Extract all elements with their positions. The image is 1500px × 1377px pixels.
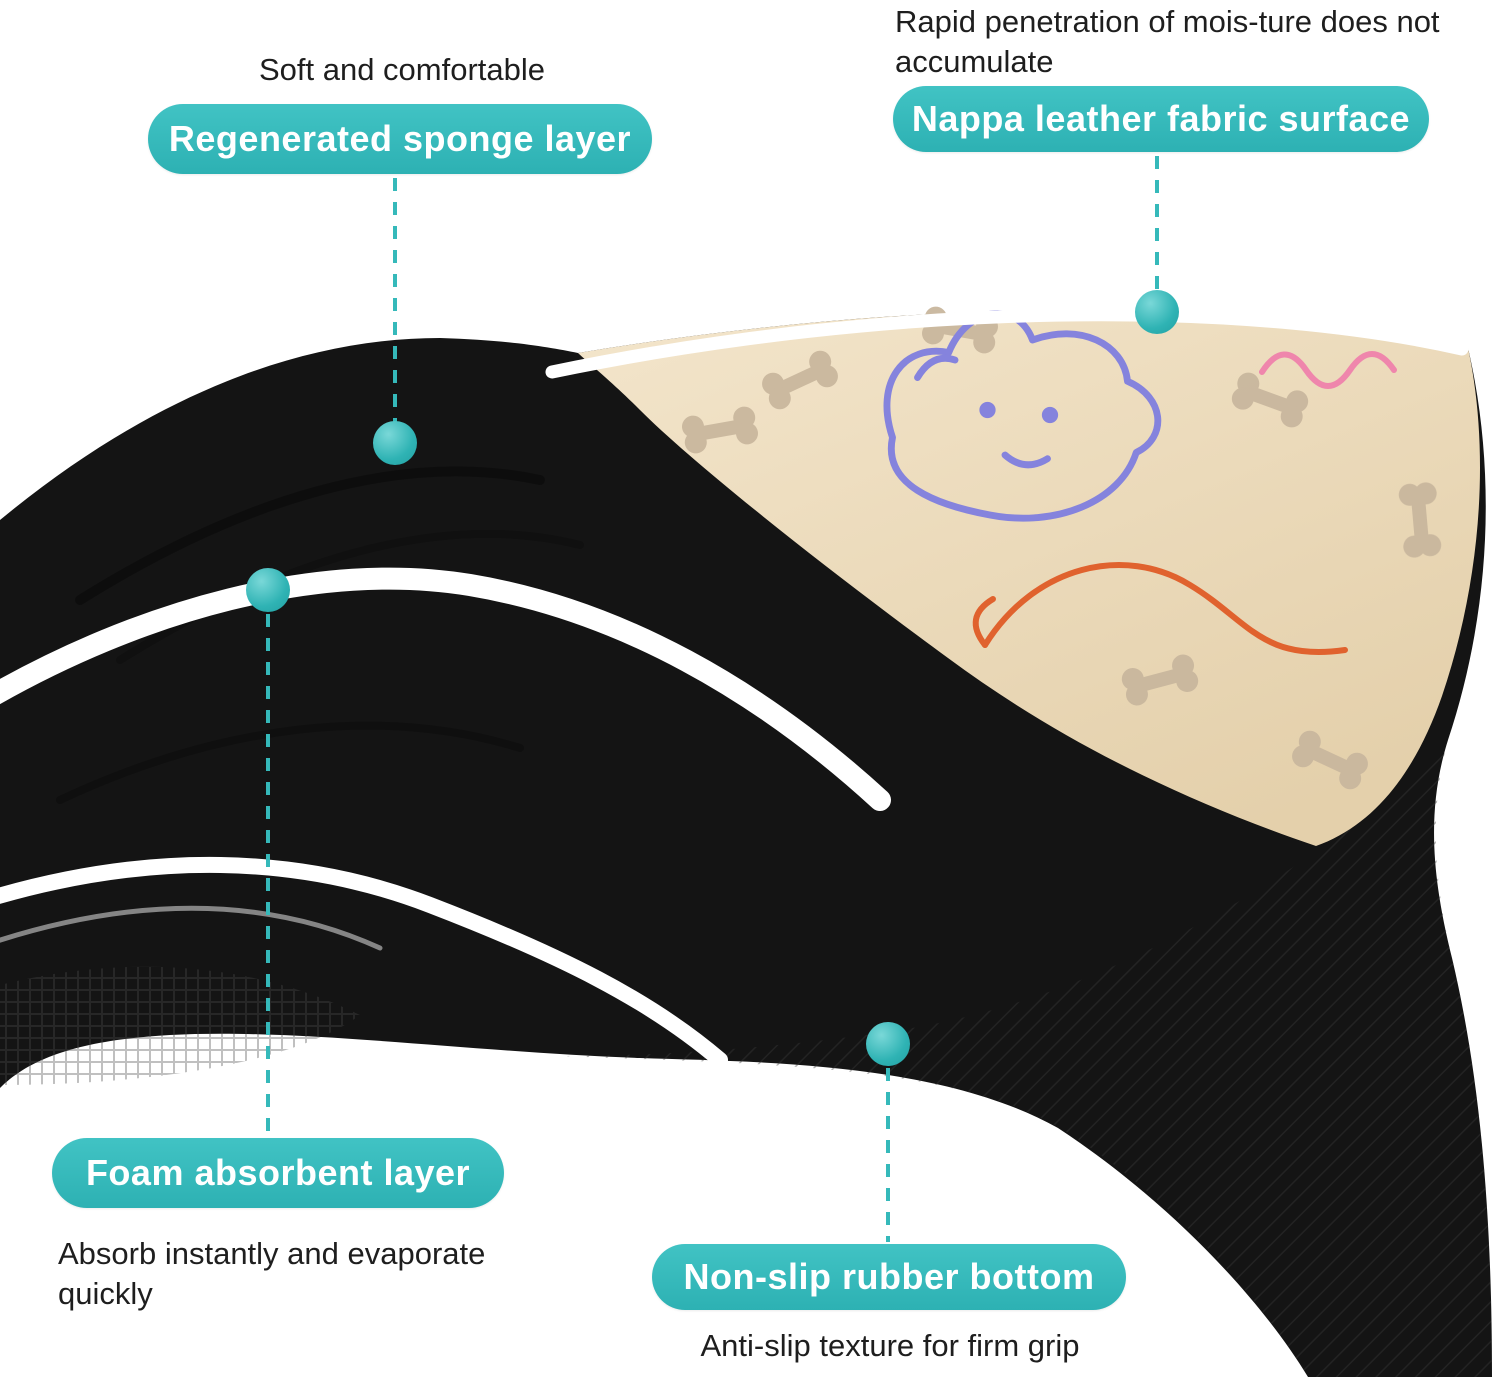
bone-doodle — [762, 350, 838, 410]
foam-leader-dot — [246, 568, 290, 612]
sponge-leader-dot — [373, 421, 417, 465]
sponge-note: Soft and comfortable — [258, 52, 546, 87]
layer-gap-line-top — [0, 567, 891, 811]
foam-badge: Foam absorbent layer — [52, 1138, 504, 1208]
rubber-badge: Non-slip rubber bottom — [652, 1244, 1126, 1310]
rubber-leader-dot — [866, 1022, 910, 1066]
mesh-texture — [0, 966, 360, 1085]
bone-doodle — [1292, 730, 1368, 790]
surface-badge: Nappa leather fabric surface — [893, 86, 1429, 152]
fabric-surface-shape — [578, 310, 1481, 846]
foam-leader-line — [266, 614, 270, 1138]
layer-gap-line-bottom — [0, 856, 728, 1068]
rubber-leader-line — [886, 1068, 890, 1242]
bone-doodle — [682, 406, 758, 454]
bone-doodle — [1231, 372, 1309, 428]
bone-doodle — [1398, 482, 1442, 558]
fabric-edge-highlight — [545, 308, 1469, 379]
surface-note: Rapid penetration of mois-ture does not … — [895, 4, 1440, 79]
orange-squiggle-doodle — [972, 562, 1348, 656]
surface-leader-line — [1155, 156, 1159, 292]
rubber-note: Anti-slip texture for firm grip — [700, 1328, 1080, 1363]
curl-accent-line — [0, 905, 383, 951]
pink-squiggle-doodle — [1259, 351, 1397, 389]
foam-note: Absorb instantly and evaporate quickly — [58, 1236, 486, 1311]
dog-doodle — [883, 310, 1162, 522]
surface-leader-dot — [1135, 290, 1179, 334]
rubber-texture — [560, 748, 1492, 1377]
bone-doodle — [1121, 654, 1199, 706]
sponge-leader-line — [393, 178, 397, 424]
sponge-badge: Regenerated sponge layer — [148, 104, 652, 174]
